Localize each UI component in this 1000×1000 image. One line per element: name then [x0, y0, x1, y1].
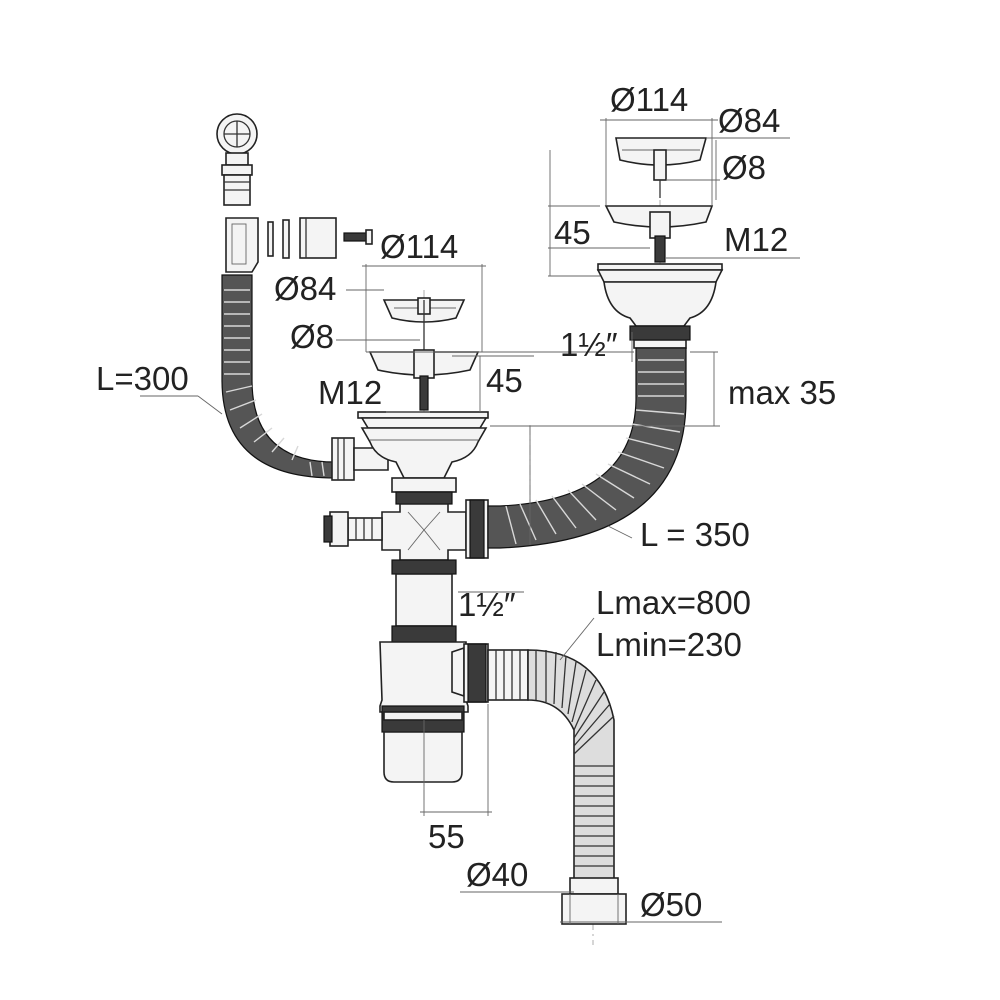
flexible-hose-max-label: Lmax=800: [596, 584, 751, 621]
outlet-inner-diameter-label: Ø40: [466, 856, 528, 893]
right-bowl-pin-diameter-label: Ø8: [722, 149, 766, 186]
flexible-hose-min-label: Lmin=230: [596, 626, 742, 663]
left-stack: [323, 477, 529, 783]
outlet-outer-diameter-label: Ø50: [640, 886, 702, 923]
connecting-hose-length-label: L = 350: [640, 516, 750, 553]
left-bowl-outer-diameter-label: Ø114: [380, 228, 458, 265]
trap-offset-label: 55: [428, 818, 465, 855]
right-bowl-height-label: 45: [554, 214, 591, 251]
left-bowl-basket-diameter-label: Ø84: [274, 270, 336, 307]
left-strainer: [357, 297, 489, 479]
right-outlet-thread-label: 1½″: [560, 326, 618, 363]
tee-body: [381, 503, 467, 561]
right-bowl-thread-label: M12: [724, 221, 788, 258]
outlet-cuff: [561, 893, 627, 925]
right-bowl-basket-diameter-label: Ø84: [718, 102, 780, 139]
connecting-hose: [487, 347, 687, 549]
overflow-assembly: [216, 113, 389, 481]
trap-thread-label: 1½″: [458, 586, 516, 623]
overflow-hose-length-label: L=300: [96, 360, 189, 397]
right-bowl-outer-diameter-label: Ø114: [610, 81, 688, 118]
left-bowl-thread-label: M12: [318, 374, 382, 411]
right-strainer: [596, 137, 724, 349]
left-bowl-pin-diameter-label: Ø8: [290, 318, 334, 355]
left-bowl-height-label: 45: [486, 362, 523, 399]
max-height-label: max 35: [728, 374, 836, 411]
